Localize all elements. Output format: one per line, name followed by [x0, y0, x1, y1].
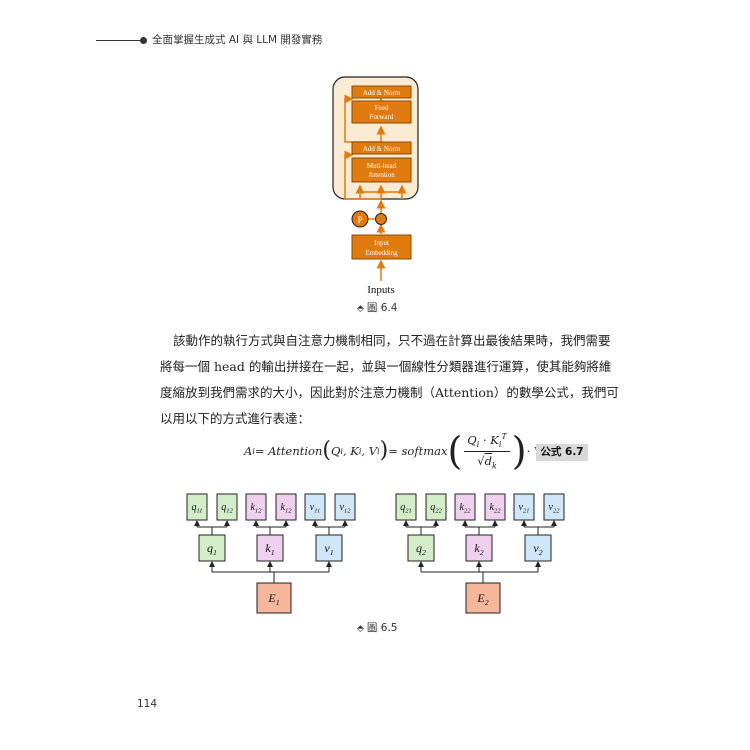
top-vector-label: q22 [430, 502, 442, 515]
input-embedding-label-2: Embedding [365, 249, 398, 257]
projection-label: q1 [207, 541, 217, 557]
paragraph-line-3: 度縮放到我們需求的大小，因此對於注意力機制（Attention）的數學公式，我們… [160, 385, 619, 400]
caption-diamond-icon: ⬘ [357, 304, 364, 314]
paragraph-line-4: 以用以下的方式進行表達： [160, 411, 311, 426]
projection-label: q2 [416, 541, 426, 557]
top-vector-label: v22 [549, 502, 561, 515]
input-embedding-label-1: Input [374, 239, 389, 247]
figure-6-4-encoder-diagram: Add & Norm Feed Forward Add & Norm Muti-… [332, 76, 419, 296]
feed-forward-block [351, 100, 412, 124]
figure-6-4-caption: ⬘圖 6.4 [357, 302, 398, 314]
positional-encoding-circle [351, 210, 369, 228]
projection-box [198, 534, 226, 562]
top-vector-label: v21 [519, 502, 530, 515]
top-vector-label: k22 [490, 502, 502, 515]
inputs-label: Inputs [367, 284, 395, 296]
add-norm-bottom-block [351, 141, 412, 155]
paragraph-line-2: 將每一個 head 的輸出拼接在一起，並與一個線性分類器進行運算，使其能夠將維 [160, 359, 612, 374]
top-vector-label: q11 [191, 502, 202, 515]
branch-line [524, 526, 554, 535]
projection-box [315, 534, 343, 562]
softmax-fraction: Qi · KiT √dk [464, 432, 510, 470]
top-vector-label: q12 [221, 502, 233, 515]
paragraph-line-1: 該動作的執行方式與自注意力機制相同，只不過在計算出最後結果時，我們需要 [173, 333, 611, 348]
projection-label: k2 [474, 541, 483, 557]
branch-line [465, 526, 495, 535]
input-embedding-box [256, 582, 292, 614]
attention-block [351, 157, 412, 183]
top-vector-label: k12 [251, 502, 263, 515]
branch-line [315, 526, 345, 535]
positional-symbol: P [357, 215, 362, 225]
projection-label: k1 [265, 541, 274, 557]
projection-label: v1 [324, 541, 333, 557]
input-embedding-label: E1 [267, 591, 279, 607]
feed-forward-label-2: Forward [370, 113, 394, 121]
caption-diamond-icon: ⬘ [357, 624, 364, 634]
branch-line [197, 526, 227, 535]
header-rule [96, 40, 142, 41]
figure-6-5-caption: ⬘圖 6.5 [357, 622, 398, 634]
feed-forward-label-1: Feed [375, 104, 389, 112]
projection-box [407, 534, 435, 562]
top-vector-label: v12 [340, 502, 352, 515]
add-operator-circle [375, 213, 387, 225]
attention-label-2: Attention [368, 171, 395, 179]
input-embedding-block [351, 234, 412, 260]
top-vector-label: k22 [460, 502, 472, 515]
add-norm-bottom-label: Add & Norm [363, 145, 401, 153]
top-vector-label: v11 [310, 502, 320, 515]
branch-line [421, 571, 538, 583]
branch-line [212, 571, 329, 583]
add-norm-top-label: Add & Norm [363, 89, 401, 97]
projection-box [256, 534, 284, 562]
header-bullet [140, 37, 147, 44]
book-title: 全面掌握生成式 AI 與 LLM 開發實務 [152, 34, 323, 46]
input-embedding-label: E2 [476, 591, 488, 607]
branch-line [406, 526, 436, 535]
top-vector-label: k12 [281, 502, 293, 515]
projection-box [465, 534, 493, 562]
projection-label: v2 [533, 541, 542, 557]
equation-number-badge: 公式 6.7 [536, 444, 588, 461]
top-vector-label: q21 [400, 502, 412, 515]
page-number: 114 [137, 698, 158, 710]
attention-label-1: Muti-head [367, 162, 397, 170]
add-norm-top-block [351, 85, 412, 99]
branch-line [256, 526, 286, 535]
